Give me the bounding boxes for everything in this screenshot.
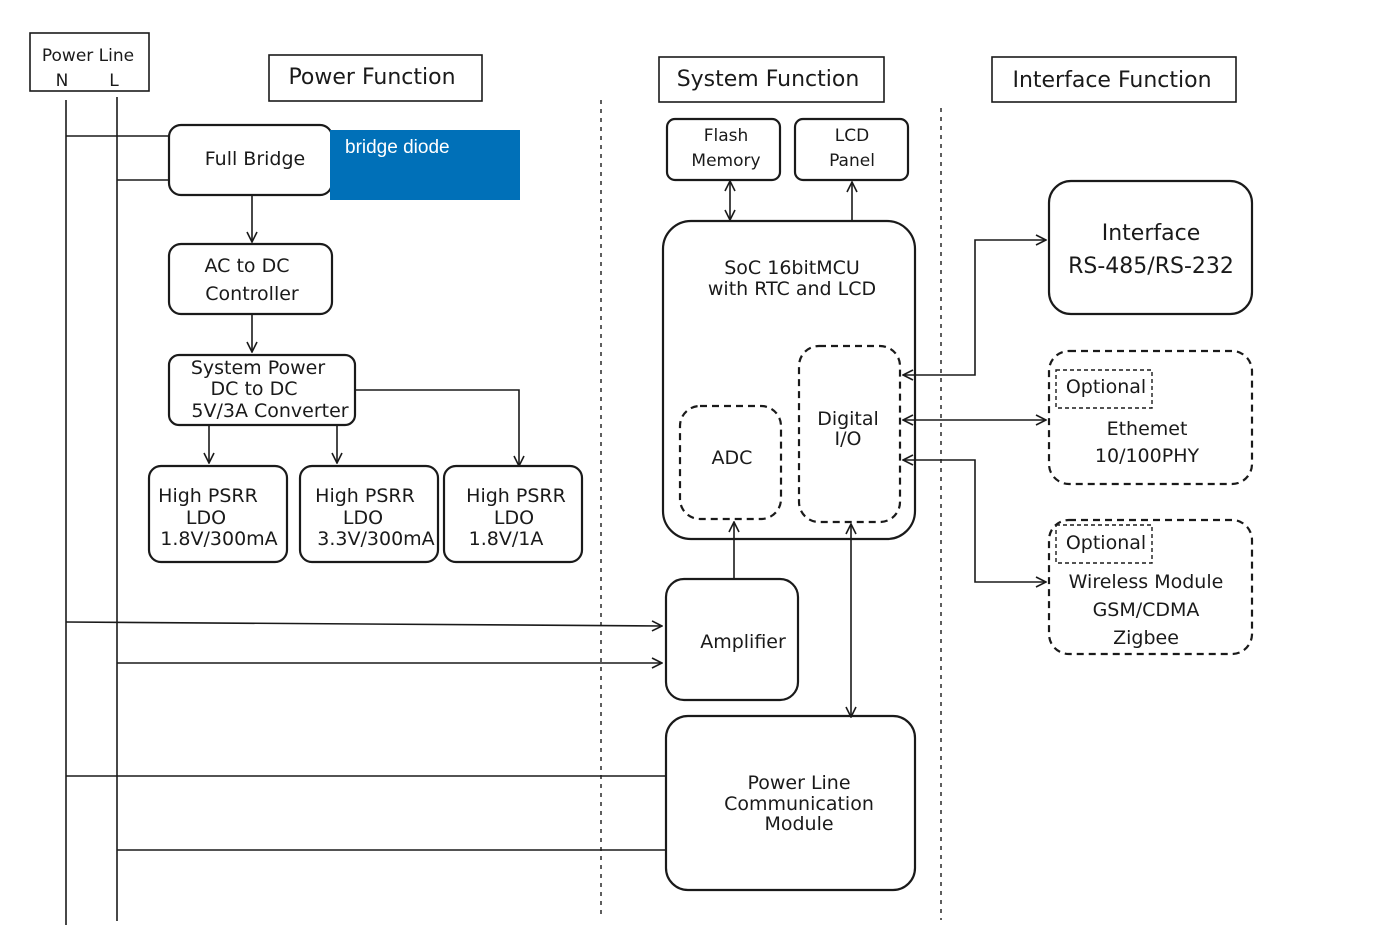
- power-line-l: L: [109, 71, 119, 91]
- svg-text:Ethemet: Ethemet: [1107, 418, 1188, 440]
- adc-block: ADC: [678, 404, 783, 521]
- wireless-optional-block: Optional Wireless Module GSM/CDMA Zigbee: [1047, 518, 1254, 656]
- callout-background: [330, 130, 520, 200]
- svg-text:Controller: Controller: [205, 283, 299, 305]
- svg-text:Optional: Optional: [1066, 376, 1146, 398]
- arrow-to-ldo3: [355, 389, 519, 466]
- arrow-dio-serial: [903, 240, 1046, 375]
- svg-text:Interface Function: Interface Function: [1012, 68, 1211, 93]
- ethernet-optional-tag: [1055, 369, 1153, 409]
- header-power-function: Power Function: [268, 54, 483, 102]
- full-bridge-block: Full Bridge: [167, 123, 334, 197]
- wireless-optional-tag: [1055, 524, 1153, 564]
- svg-text:Optional: Optional: [1066, 532, 1146, 554]
- svg-text:SoC 16bitMCU: SoC 16bitMCU: [724, 257, 860, 279]
- svg-text:Zigbee: Zigbee: [1113, 627, 1179, 649]
- serial-interface-block: Interface RS-485/RS-232: [1047, 179, 1254, 316]
- svg-text:AC to DC: AC to DC: [205, 255, 290, 277]
- amplifier-block: Amplifier: [664, 577, 800, 702]
- svg-text:RS-485/RS-232: RS-485/RS-232: [1068, 254, 1234, 279]
- svg-text:Interface: Interface: [1102, 221, 1201, 246]
- svg-text:High PSRR: High PSRR: [466, 485, 566, 507]
- bridge-diode-callout: bridge diode: [330, 130, 520, 200]
- svg-text:Memory: Memory: [691, 151, 760, 171]
- flash-memory-block: Flash Memory: [665, 117, 782, 182]
- svg-text:Communication: Communication: [724, 793, 874, 815]
- svg-text:with RTC and LCD: with RTC and LCD: [708, 278, 876, 300]
- power-line-label: Power Line N L: [29, 32, 150, 92]
- callout-text: bridge diode: [345, 137, 450, 158]
- ldo-1-8v-300ma-block: High PSRR LDO 1.8V/300mA: [147, 464, 289, 564]
- svg-text:I/O: I/O: [835, 428, 862, 450]
- lcd-panel-block: LCD Panel: [793, 117, 910, 182]
- ac-dc-controller-block: AC to DC Controller: [167, 242, 334, 316]
- svg-text:Power Line: Power Line: [747, 772, 850, 794]
- svg-text:System Power: System Power: [191, 357, 326, 379]
- svg-text:1.8V/1A: 1.8V/1A: [469, 528, 544, 550]
- svg-text:LCD: LCD: [835, 126, 869, 146]
- svg-text:GSM/CDMA: GSM/CDMA: [1093, 599, 1200, 621]
- svg-text:ADC: ADC: [712, 447, 753, 469]
- svg-text:LDO: LDO: [186, 507, 226, 529]
- svg-text:High PSRR: High PSRR: [315, 485, 415, 507]
- svg-text:System Function: System Function: [677, 67, 860, 92]
- svg-text:LDO: LDO: [343, 507, 383, 529]
- svg-text:3.3V/300mA: 3.3V/300mA: [317, 528, 434, 550]
- arrow-n-to-amp: [65, 622, 662, 626]
- svg-text:Full Bridge: Full Bridge: [205, 148, 305, 170]
- svg-text:LDO: LDO: [494, 507, 534, 529]
- header-system-function: System Function: [658, 56, 885, 103]
- svg-text:Panel: Panel: [829, 151, 875, 171]
- ldo-3-3v-300ma-block: High PSRR LDO 3.3V/300mA: [298, 464, 440, 564]
- power-line-n: N: [56, 71, 69, 91]
- svg-text:1.8V/300mA: 1.8V/300mA: [160, 528, 277, 550]
- plc-module-block: Power Line Communication Module: [664, 714, 917, 892]
- system-power-converter-block: System Power DC to DC 5V/3A Converter: [167, 353, 357, 427]
- svg-text:Power Function: Power Function: [288, 65, 455, 90]
- ldo-1-8v-1a-block: High PSRR LDO 1.8V/1A: [442, 464, 584, 564]
- svg-text:High PSRR: High PSRR: [158, 485, 258, 507]
- power-line-title: Power Line: [42, 46, 134, 66]
- ethernet-optional-block: Optional Ethemet 10/100PHY: [1047, 349, 1254, 486]
- arrow-dio-wireless: [903, 460, 1046, 582]
- svg-text:Amplifier: Amplifier: [700, 631, 786, 653]
- header-interface-function: Interface Function: [991, 56, 1237, 103]
- soc-mcu-block: SoC 16bitMCU with RTC and LCD: [661, 219, 917, 541]
- svg-text:DC to DC: DC to DC: [211, 378, 298, 400]
- svg-text:10/100PHY: 10/100PHY: [1095, 445, 1200, 467]
- svg-text:5V/3A Converter: 5V/3A Converter: [191, 400, 348, 422]
- svg-text:Wireless Module: Wireless Module: [1069, 571, 1224, 593]
- svg-text:Flash: Flash: [704, 126, 749, 146]
- svg-text:Module: Module: [764, 813, 833, 835]
- digital-io-block: Digital I/O: [797, 344, 902, 524]
- svg-text:Digital: Digital: [817, 408, 879, 430]
